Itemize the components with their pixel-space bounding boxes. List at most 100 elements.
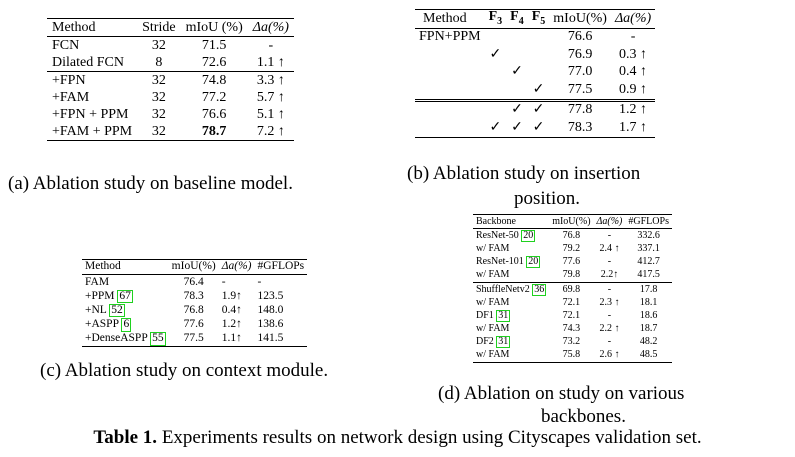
- table-row: w/ FAM 79.8 2.2↑ 417.5: [473, 269, 672, 283]
- caption-a: (a) Ablation study on baseline model.: [8, 173, 293, 194]
- col-miou: mIoU(%): [171, 260, 216, 273]
- citation-link[interactable]: 31: [496, 336, 511, 349]
- cell-gflops: 417.5: [637, 269, 660, 281]
- cell-f4: [506, 46, 528, 64]
- table-row: FAM 76.4 - -: [82, 274, 308, 290]
- check-icon: ✓: [532, 81, 545, 97]
- cell-delta: -: [607, 256, 612, 268]
- cell-miou: 73.2: [562, 336, 581, 348]
- citation-link[interactable]: 55: [150, 332, 166, 346]
- citation-link[interactable]: 31: [496, 309, 511, 322]
- citation-link[interactable]: 20: [521, 229, 536, 242]
- cell-method: FPN+PPM: [419, 29, 481, 45]
- cell-stride: 32: [151, 89, 166, 105]
- cell-delta: 1.2 ↑: [619, 102, 648, 118]
- cell-stride: 32: [151, 37, 166, 53]
- cell-method: [415, 64, 485, 82]
- cell-miou: 77.5: [567, 81, 593, 97]
- table-row: ShuffleNetv2 36 69.8 - 17.8: [473, 282, 672, 296]
- col-f3: F3: [488, 9, 503, 28]
- cell-f5: [528, 28, 550, 46]
- cell-delta: -: [607, 309, 612, 321]
- cell-backbone: w/ FAM: [476, 296, 510, 308]
- cell-gflops: -: [257, 275, 262, 288]
- panel-c-context-table: Method mIoU(%) Δa(%) #GFLOPs FAM 76.4 - …: [82, 259, 308, 347]
- cell-backbone: DF2 31: [476, 336, 511, 349]
- cell-f3: [485, 81, 507, 100]
- table-row: +PPM 67 78.3 1.9↑ 123.5: [82, 289, 307, 304]
- cell-delta: 1.9↑: [221, 289, 242, 302]
- insertion-table: Method F3 F4 F5 mIoU(%) Δa(%) FPN+PPM 76…: [415, 9, 656, 138]
- cell-delta: -: [607, 336, 612, 348]
- cell-f3: [485, 64, 507, 82]
- caption-d-line2: backbones.: [541, 406, 626, 427]
- cell-delta: -: [221, 275, 226, 288]
- cell-delta: 0.3 ↑: [619, 46, 648, 62]
- table-row: ✓ ✓ 77.8 1.2 ↑: [415, 100, 656, 119]
- table-row: w/ FAM 79.2 2.4 ↑ 337.1: [473, 242, 672, 255]
- table-row: w/ FAM 74.3 2.2 ↑ 18.7: [473, 323, 672, 336]
- citation-link[interactable]: 6: [121, 318, 132, 332]
- table-header-row: Method F3 F4 F5 mIoU(%) Δa(%): [415, 9, 656, 29]
- cell-stride: 32: [151, 106, 166, 122]
- cell-miou: 76.8: [562, 229, 581, 241]
- cell-miou: 76.4: [183, 275, 204, 288]
- cell-miou: 79.8: [562, 269, 581, 281]
- cell-delta: 1.7 ↑: [619, 119, 648, 135]
- cell-f4: [506, 81, 528, 100]
- cell-delta: 5.1 ↑: [256, 106, 285, 122]
- backbone-table: Backbone mIoU(%) Δa(%) #GFLOPs ResNet-50…: [473, 214, 672, 363]
- cell-f5: [528, 46, 550, 64]
- cell-miou-best: 78.7: [201, 123, 227, 139]
- table-caption-label: Table 1.: [93, 427, 158, 448]
- cell-miou: 76.6: [201, 106, 227, 122]
- cell-miou: 71.5: [201, 37, 227, 53]
- cell-gflops: 138.6: [257, 318, 284, 331]
- cell-miou: 74.3: [562, 323, 581, 335]
- cell-method: Dilated FCN: [52, 54, 124, 70]
- cell-gflops: 141.5: [257, 332, 284, 345]
- cell-method: +DenseASPP 55: [85, 332, 166, 346]
- col-gflops: #GFLOPs: [257, 260, 305, 273]
- cell-delta: 7.2 ↑: [256, 123, 285, 139]
- cell-miou: 76.8: [183, 303, 204, 316]
- cell-method: +FPN: [52, 72, 86, 88]
- col-stride: Stride: [142, 19, 176, 35]
- table-header-row: Method Stride mIoU (%) Δa(%): [47, 18, 294, 37]
- table-caption: Table 1. Experiments results on network …: [0, 427, 795, 449]
- table-row: FCN 32 71.5 -: [47, 36, 294, 55]
- table-row: DF1 31 72.1 - 18.6: [473, 309, 672, 322]
- cell-delta: 2.4 ↑: [599, 242, 620, 254]
- cell-delta: 3.3 ↑: [256, 72, 285, 88]
- col-delta: Δa(%): [596, 215, 623, 227]
- citation-link[interactable]: 20: [526, 256, 541, 269]
- table-row: FPN+PPM 76.6 -: [415, 28, 656, 46]
- cell-gflops: 17.8: [639, 283, 658, 295]
- cell-method: +NL 52: [85, 303, 125, 318]
- cell-delta: 0.4 ↑: [619, 64, 648, 80]
- check-icon: ✓: [511, 119, 523, 135]
- table-row: ResNet-101 20 77.6 - 412.7: [473, 256, 672, 269]
- cell-miou: 79.2: [562, 242, 581, 254]
- cell-gflops: 123.5: [257, 289, 284, 302]
- cell-delta: 2.2 ↑: [599, 323, 620, 335]
- citation-link[interactable]: 67: [117, 289, 133, 304]
- cell-method: [415, 100, 485, 119]
- citation-link[interactable]: 52: [109, 303, 125, 318]
- cell-delta: -: [268, 37, 274, 53]
- cell-method: +FAM + PPM: [52, 123, 133, 139]
- cell-miou: 77.6: [183, 318, 204, 331]
- cell-backbone: w/ FAM: [476, 242, 510, 254]
- panel-b-insertion-table: Method F3 F4 F5 mIoU(%) Δa(%) FPN+PPM 76…: [415, 9, 656, 138]
- cell-gflops: 18.7: [639, 323, 658, 335]
- cell-delta: 2.2↑: [600, 269, 619, 281]
- table-row: +DenseASPP 55 77.5 1.1↑ 141.5: [82, 332, 308, 347]
- table-row: ✓ 77.0 0.4 ↑: [415, 64, 655, 82]
- cell-miou: 72.1: [562, 309, 581, 321]
- cell-gflops: 148.0: [257, 303, 284, 316]
- col-method: Method: [85, 260, 121, 273]
- cell-miou: 76.9: [567, 46, 593, 62]
- table-row: w/ FAM 75.8 2.6 ↑ 48.5: [473, 349, 672, 363]
- citation-link[interactable]: 36: [532, 283, 547, 296]
- cell-backbone: ShuffleNetv2 36: [476, 283, 547, 296]
